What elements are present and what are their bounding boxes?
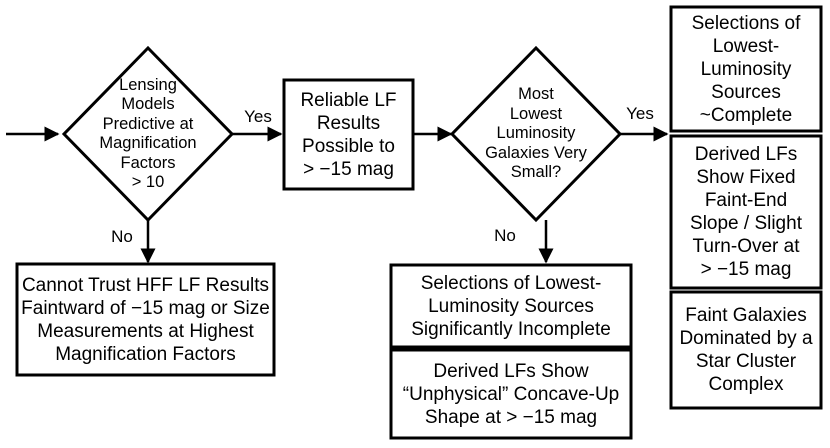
cannot-trust-box bbox=[15, 262, 276, 377]
decision-small-diamond bbox=[449, 45, 623, 223]
reliable-lf-text: Reliable LF Results Possible to > −15 ma… bbox=[300, 89, 397, 180]
derived-unphysical-text: Derived LFs Show “Unphysical” Concave-Up… bbox=[402, 360, 620, 428]
selections-complete-box bbox=[669, 5, 823, 133]
derived-fixed-box bbox=[669, 134, 823, 290]
small-no-label: No bbox=[494, 226, 516, 245]
derived-fixed-text: Derived LFs Show Fixed Faint-End Slope /… bbox=[690, 144, 802, 280]
faint-star-cluster-box bbox=[669, 290, 823, 410]
decision-lensing-text: Lensing Models Predictive at Magnificati… bbox=[99, 75, 197, 192]
lensing-yes-label: Yes bbox=[244, 107, 272, 126]
decision-small-text: Most Lowest Luminosity Galaxies Very Sma… bbox=[485, 85, 587, 182]
selections-incomplete-text: Selections of Lowest- Luminosity Sources… bbox=[411, 272, 611, 340]
selections-complete-text: Selections of Lowest- Luminosity Sources… bbox=[691, 12, 801, 126]
cannot-trust-text: Cannot Trust HFF LF Results Faintward of… bbox=[21, 274, 270, 365]
derived-unphysical-box bbox=[389, 348, 633, 440]
faint-star-cluster-text: Faint Galaxies Dominated by a Star Clust… bbox=[679, 305, 813, 395]
decision-lensing-diamond bbox=[61, 45, 235, 223]
reliable-lf-box bbox=[282, 78, 415, 191]
lensing-no-label: No bbox=[111, 227, 133, 246]
selections-incomplete-box bbox=[389, 263, 633, 349]
small-yes-label: Yes bbox=[626, 104, 654, 123]
